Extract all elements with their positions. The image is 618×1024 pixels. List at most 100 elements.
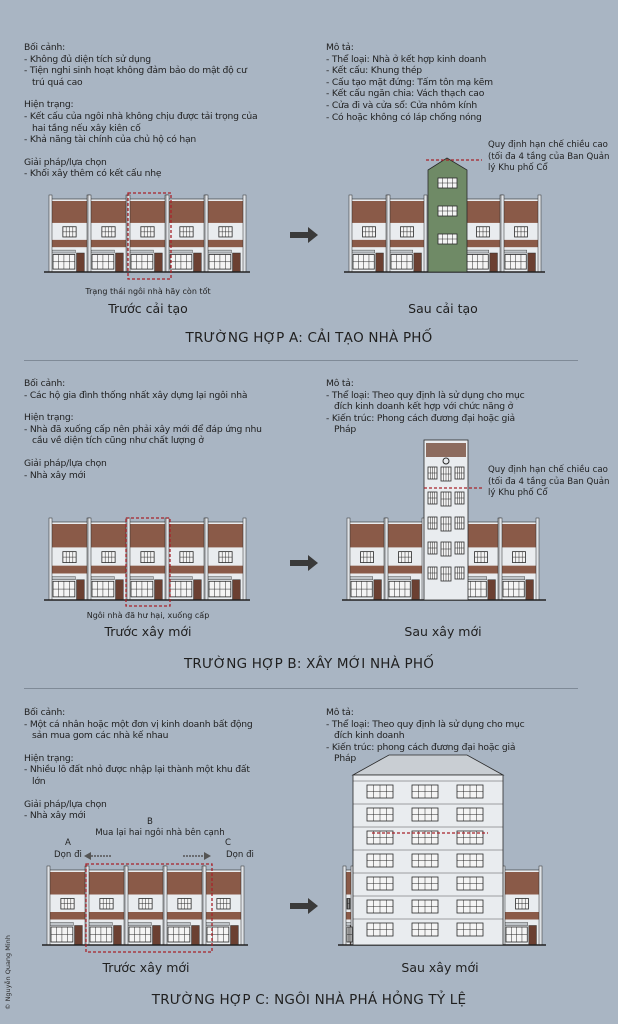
door	[76, 579, 85, 601]
pillar	[423, 194, 428, 273]
transom	[207, 249, 232, 254]
transom	[351, 249, 375, 254]
transom	[501, 576, 525, 580]
shop-window-icon	[206, 926, 230, 943]
description-item: - Kết cấu: Khung thép	[326, 65, 422, 77]
roof-band	[503, 239, 539, 248]
pillar	[348, 194, 353, 273]
transom	[51, 576, 76, 580]
block-heading: Bối cảnh:	[24, 42, 66, 53]
roof-band	[51, 239, 88, 248]
shop-window-icon	[89, 926, 113, 943]
shop-window-icon	[91, 580, 115, 598]
shop-window-icon	[52, 580, 76, 598]
transom	[504, 922, 528, 926]
shop-window-icon	[50, 926, 74, 943]
shop-window-icon	[169, 254, 193, 270]
large-building	[351, 754, 505, 946]
window-icon	[515, 898, 529, 910]
door	[115, 579, 124, 601]
pillar	[48, 517, 53, 601]
credit: © Nguyễn Quang Minh	[4, 935, 12, 1010]
description-block: Mô tả:- Thể loại: Nhà ở kết hợp kinh doa…	[326, 42, 531, 123]
door	[487, 579, 496, 601]
transom	[389, 249, 413, 254]
window-icon	[366, 784, 394, 799]
before-caption: Trước cải tạo	[108, 301, 188, 316]
tiled-roof	[50, 872, 85, 895]
block-item: - Một cá nhân hoặc một đơn vị kinh doanh…	[24, 718, 253, 742]
door	[413, 252, 422, 273]
window-icon	[456, 922, 484, 937]
transom	[349, 576, 373, 580]
case-title: TRƯỜNG HỢP A: CẢI TẠO NHÀ PHỐ	[185, 330, 433, 346]
door	[191, 925, 200, 946]
roof-band	[129, 239, 166, 248]
window-icon	[218, 226, 233, 238]
window-icon	[454, 541, 465, 555]
arrow-right-head	[204, 852, 211, 860]
window-icon	[101, 226, 116, 238]
window-icon	[99, 898, 114, 910]
tiled-roof	[504, 201, 538, 223]
description-item: - Kết cấu ngăn chia: Vách thạch cao	[326, 88, 485, 100]
window-icon	[411, 807, 439, 822]
transom	[503, 249, 527, 254]
door	[115, 252, 124, 273]
roof-band	[504, 912, 540, 920]
tiled-roof	[464, 524, 498, 548]
block-item: - Khối xây thêm có kết cấu nhẹ	[24, 168, 162, 180]
roof-band	[168, 565, 205, 574]
pillar	[535, 517, 540, 601]
description-item: - Thể loại: Theo quy định là sử dụng cho…	[326, 389, 525, 413]
block-heading: Hiện trạng:	[24, 752, 74, 764]
transom	[129, 249, 154, 254]
tiled-roof	[206, 872, 241, 895]
block-heading: Bối cảnh:	[24, 707, 66, 718]
door	[154, 579, 163, 601]
label-c: C	[224, 838, 231, 848]
case-title: TRƯỜNG HỢP B: XÂY MỚI NHÀ PHỐ	[183, 656, 435, 672]
height-limit-note: Quy định hạn chế chiều cao (tối đa 4 tần…	[488, 465, 610, 498]
pillar	[500, 194, 505, 273]
pillar	[124, 865, 129, 946]
door	[232, 579, 241, 601]
window-icon	[427, 566, 438, 580]
label-b: B	[147, 817, 153, 827]
pillar	[242, 194, 247, 273]
tiled-roof	[52, 201, 87, 223]
transom	[168, 249, 193, 254]
tiled-roof	[390, 201, 424, 223]
arrow-icon	[290, 555, 318, 571]
window-icon	[427, 466, 438, 480]
section-divider	[24, 360, 578, 361]
description-item: - Kiến trúc: Phong cách đương đại hoặc g…	[326, 412, 515, 436]
window-icon	[366, 830, 394, 845]
label-a-action: Dọn đi	[54, 850, 82, 860]
pillar	[163, 865, 168, 946]
window-icon	[101, 551, 116, 563]
shop-window-icon	[91, 254, 115, 270]
window-icon	[62, 226, 77, 238]
transom	[205, 922, 230, 926]
window-icon	[456, 899, 484, 914]
roof-band	[207, 239, 244, 248]
shop-window-icon	[466, 254, 489, 270]
highlight-dashed-box	[125, 517, 171, 607]
roof-band	[345, 912, 352, 920]
window-icon	[179, 226, 194, 238]
window-icon	[474, 551, 488, 563]
window-icon	[440, 541, 452, 557]
transom	[345, 922, 352, 926]
pillar	[165, 517, 170, 601]
window-icon	[440, 516, 452, 532]
shop-window-icon	[352, 254, 375, 270]
pillar	[386, 194, 391, 273]
block-item: - Khả năng tài chính của chủ hộ có hạn	[24, 134, 197, 146]
after-caption: Sau cải tạo	[408, 301, 478, 316]
window-icon	[427, 491, 438, 505]
shop-window-icon	[464, 580, 487, 598]
window-icon	[454, 466, 465, 480]
window-icon	[456, 876, 484, 891]
window-icon	[512, 551, 526, 563]
